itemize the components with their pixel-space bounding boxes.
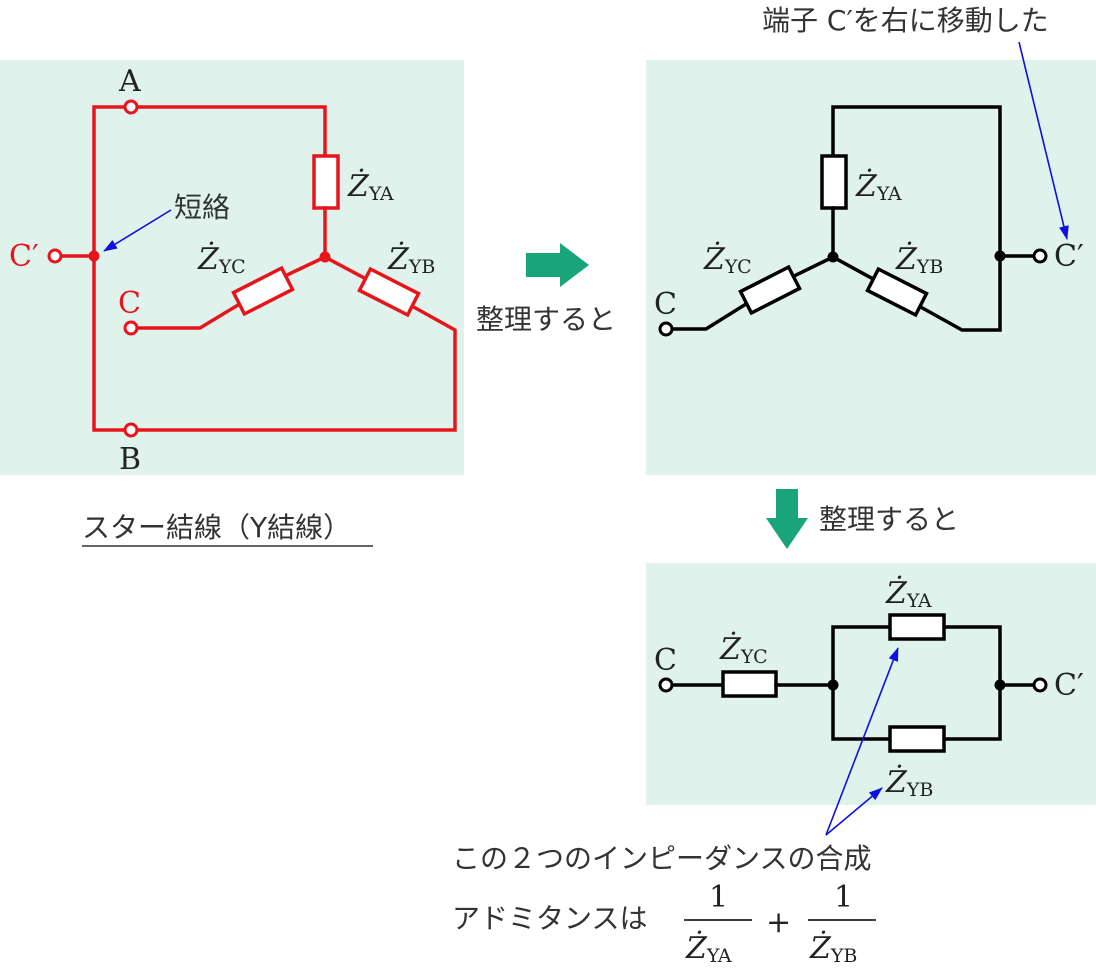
label-c: C <box>118 286 141 321</box>
br-junction-left <box>827 679 839 691</box>
terminal-b <box>123 422 139 438</box>
tr-wire-zc-c <box>664 301 749 331</box>
terminal-cprime <box>47 248 63 264</box>
junction-short <box>88 250 100 262</box>
note-combined-line2: アドミタンスは <box>452 902 647 935</box>
label-a: A <box>118 64 141 99</box>
br-label-zb: ŻYB <box>885 764 933 801</box>
label-cprime: C′ <box>9 239 39 274</box>
arrow-down-step <box>766 489 808 549</box>
resistor-za <box>312 154 340 210</box>
fraction-b-numerator: 1 <box>834 880 853 915</box>
label-b: B <box>119 442 141 477</box>
tr-label-cprime: C′ <box>1054 239 1084 274</box>
wire-a-top <box>129 105 327 158</box>
br-label-cprime: C′ <box>1054 668 1084 703</box>
tr-label-c: C <box>654 287 677 322</box>
terminal-c <box>123 320 139 336</box>
top-right-panel-background <box>646 60 1096 475</box>
arrow-terminal-moved <box>1018 41 1069 240</box>
note-combined-line1: この２つのインピーダンスの合成 <box>452 842 871 875</box>
tr-terminal-cprime <box>1032 248 1048 264</box>
wire-node-to-zc <box>284 254 328 278</box>
resistor-zb <box>357 266 421 318</box>
br-resistor-zc <box>721 670 778 698</box>
br-resistor-zb <box>888 725 946 753</box>
tr-label-zb: ŻYB <box>895 241 943 278</box>
label-zc: ŻYC <box>197 241 246 278</box>
tr-label-za: ŻYA <box>855 168 902 205</box>
arrow-short <box>103 209 172 252</box>
br-wire-parallel-bottom <box>831 683 1002 741</box>
br-resistor-za <box>888 613 946 641</box>
tr-resistor-zb <box>865 266 929 318</box>
label-za: ŻYA <box>347 168 394 205</box>
wire-b-bottom <box>129 302 457 432</box>
wire-zc-to-c <box>129 302 241 330</box>
fraction-a-denominator: ŻYA <box>685 930 732 967</box>
br-label-za: ŻYA <box>885 575 932 612</box>
note-terminal-moved: 端子 C′を右に移動した <box>762 4 1049 37</box>
tr-wire-node-zb <box>830 254 878 283</box>
tr-junction-right <box>994 250 1006 262</box>
fraction-a-numerator: 1 <box>709 880 728 915</box>
wire-left-loop <box>92 105 133 432</box>
rearranged-star-diagram: C C′ ŻYA ŻYB ŻYC <box>646 60 1096 475</box>
junction-node-center <box>319 251 331 263</box>
fraction-plus: + <box>766 905 791 940</box>
label-step-2: 整理すると <box>819 503 959 536</box>
arrow-to-za <box>825 647 899 836</box>
tr-terminal-c <box>658 321 674 337</box>
br-terminal-c <box>658 677 674 693</box>
arrow-right-step <box>526 243 589 287</box>
parallel-diagram: C C′ ŻYC ŻYA ŻYB <box>646 563 1096 805</box>
br-label-c: C <box>654 643 677 678</box>
caption-star: スター結線（Y結線） <box>82 511 351 544</box>
label-short: 短絡 <box>174 191 230 224</box>
arrow-to-zb <box>825 787 883 836</box>
terminal-a <box>123 99 139 115</box>
label-zb: ŻYB <box>387 241 435 278</box>
left-panel-background <box>0 60 464 475</box>
wire-node-to-zb <box>322 254 371 283</box>
tr-wire-node-zc <box>791 254 836 279</box>
br-terminal-cprime <box>1032 677 1048 693</box>
tr-wire-loop <box>831 105 1002 332</box>
star-connection-diagram: A B C C′ ŻYA ŻYB ŻYC 短絡 <box>0 60 464 477</box>
tr-junction-center <box>827 251 839 263</box>
br-wire-parallel-top <box>831 625 1002 687</box>
tr-resistor-za <box>820 154 848 210</box>
br-junction-right <box>994 679 1006 691</box>
tr-label-zc: ŻYC <box>703 241 752 278</box>
br-label-zc: ŻYC <box>719 631 768 668</box>
label-step-1: 整理すると <box>476 303 616 336</box>
fraction-b-denominator: ŻYB <box>809 930 857 967</box>
